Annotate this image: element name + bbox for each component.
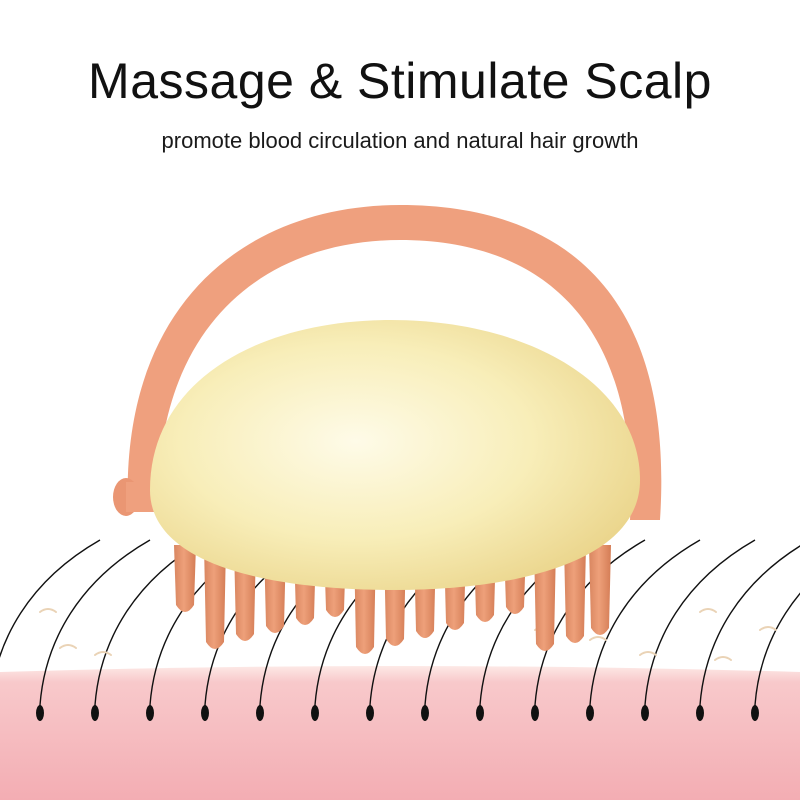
- hair-follicle: [36, 705, 44, 721]
- hair-follicle: [421, 705, 429, 721]
- bristle: [589, 545, 611, 635]
- flake: [59, 644, 77, 649]
- hair-strand: [754, 592, 800, 706]
- scalp-flakes: [39, 608, 777, 661]
- scalp-skin: [0, 666, 800, 800]
- hair-follicle: [146, 705, 154, 721]
- hair-follicle: [311, 705, 319, 721]
- flake: [639, 651, 657, 656]
- hair-follicle: [256, 705, 264, 721]
- hair-strand: [589, 539, 701, 706]
- hair-follicle: [366, 705, 374, 721]
- flake: [759, 626, 777, 631]
- hair-follicle: [751, 705, 759, 721]
- hair-follicles: [36, 705, 759, 721]
- hair-follicle: [201, 705, 209, 721]
- flake: [699, 608, 717, 613]
- flake: [94, 651, 112, 656]
- hair-follicle: [476, 705, 484, 721]
- hair-strand: [39, 539, 151, 706]
- hair-follicle: [696, 705, 704, 721]
- bristle: [174, 545, 196, 612]
- hair-strand: [644, 539, 756, 706]
- hair-follicle: [91, 705, 99, 721]
- hair-follicle: [641, 705, 649, 721]
- subline: promote blood circulation and natural ha…: [161, 128, 639, 153]
- hair-strand: [699, 545, 800, 706]
- headline: Massage & Stimulate Scalp: [88, 53, 712, 109]
- flake: [39, 608, 57, 613]
- bristle: [564, 545, 586, 643]
- flake: [714, 656, 732, 661]
- flake: [589, 636, 607, 641]
- hair-follicle: [586, 705, 594, 721]
- bristle: [204, 545, 226, 649]
- brush-cap: [150, 320, 640, 590]
- hair-follicle: [531, 705, 539, 721]
- hair-strand: [0, 539, 101, 659]
